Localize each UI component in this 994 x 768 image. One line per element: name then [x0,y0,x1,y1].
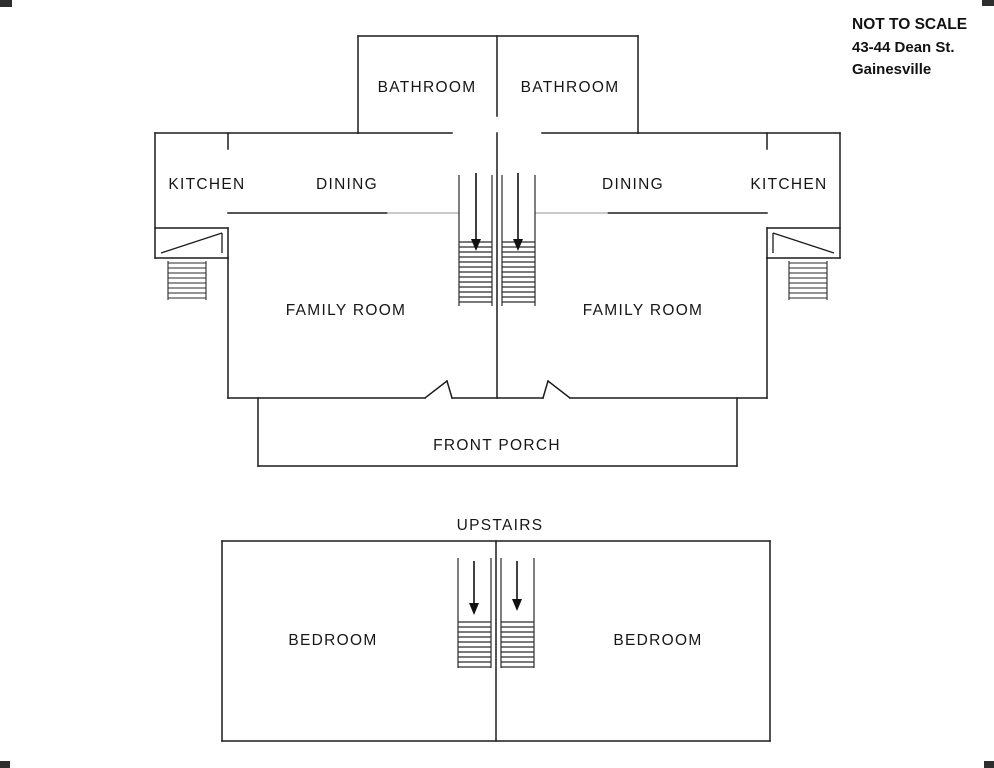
note-not-to-scale: NOT TO SCALE [852,16,967,33]
upper-floor-plan: UPSTAIRS [221,517,771,742]
room-label-bedroom-left: BEDROOM [288,632,377,649]
exterior-steps-right-icon [788,261,828,300]
main-floor-plan: BATHROOM BATHROOM KITCHEN DINING DINING … [154,35,841,467]
room-label-bedroom-right: BEDROOM [613,632,702,649]
room-label-front-porch: FRONT PORCH [433,437,561,454]
room-label-family-room-right: FAMILY ROOM [583,302,704,319]
room-label-dining-right: DINING [602,176,664,193]
note-address: 43-44 Dean St. [852,39,955,56]
note-city: Gainesville [852,61,931,78]
room-label-kitchen-right: KITCHEN [750,176,827,193]
room-label-family-room-left: FAMILY ROOM [286,302,407,319]
upper-floor-title: UPSTAIRS [457,517,544,534]
room-label-bathroom-right: BATHROOM [521,79,620,96]
upper-floor-walls [221,540,771,742]
room-label-kitchen-left: KITCHEN [168,176,245,193]
room-label-bathroom-left: BATHROOM [378,79,477,96]
stairs-upper-icon [457,558,535,668]
stairs-main-icon [458,173,536,306]
kitchen-counter-icon [160,232,835,254]
exterior-steps-left-icon [167,261,207,300]
corner-mark-top-right [982,0,994,6]
corner-mark-bottom-left [0,761,10,768]
scale-note: NOT TO SCALE 43-44 Dean St. Gainesville [852,16,967,78]
main-floor-walls [154,35,841,467]
corner-mark-bottom-right [984,761,994,768]
corner-mark-top-left [0,0,12,7]
room-label-dining-left: DINING [316,176,378,193]
